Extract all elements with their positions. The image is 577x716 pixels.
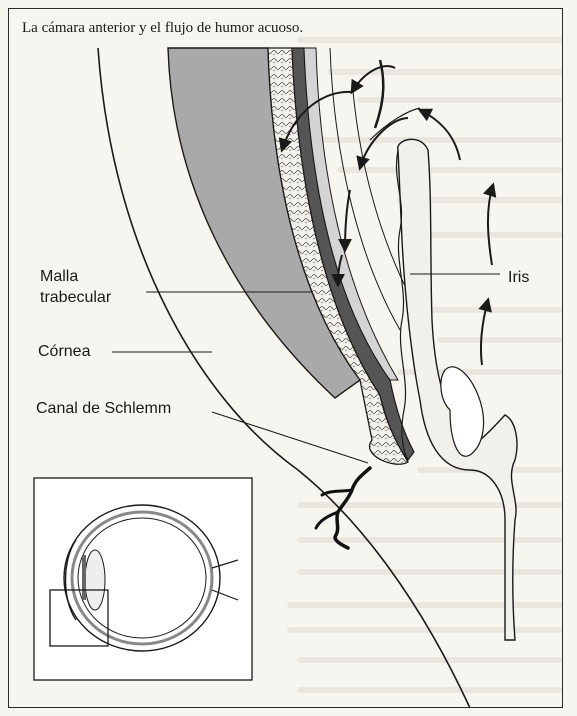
label-iris: Iris	[508, 267, 529, 288]
flow-arrow-4	[345, 190, 350, 250]
ciliary-curve	[375, 60, 383, 128]
label-cornea: Córnea	[38, 341, 90, 362]
leader-canal	[212, 412, 368, 463]
flow-arrow-8	[481, 300, 488, 365]
flow-arrow-7	[488, 185, 493, 265]
schlemm-canal-branch	[316, 490, 352, 528]
label-schlemm-canal: Canal de Schlemm	[36, 398, 171, 419]
flow-arrow-1	[352, 66, 395, 92]
label-trabecular-mesh-line2: trabecular	[40, 287, 111, 308]
inset-eye-thumbnail	[34, 478, 252, 680]
label-trabecular-mesh: Malla trabecular	[40, 266, 111, 308]
label-trabecular-mesh-line1: Malla	[40, 266, 111, 287]
